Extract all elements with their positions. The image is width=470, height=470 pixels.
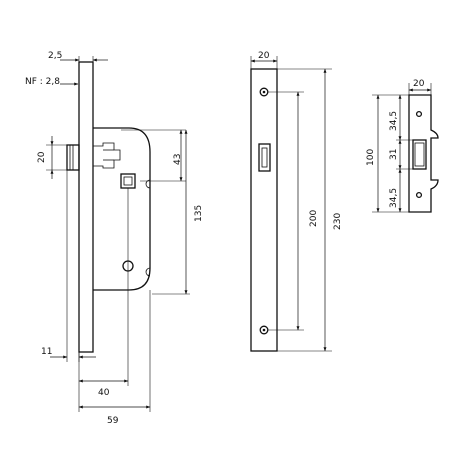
latch-opening <box>258 143 271 172</box>
dim-faceplate-length: 230 <box>333 213 343 230</box>
dim-strike-bottom: 34,5 <box>389 188 399 208</box>
dim-strike-middle: 31 <box>389 149 399 160</box>
strike-plate-view: 20 100 34,5 31 34,5 <box>366 79 439 213</box>
dim-faceplate-thickness: 2,5 <box>48 51 62 61</box>
dim-faceplate-width: 20 <box>258 51 270 61</box>
dim-strike-top: 34,5 <box>389 111 399 131</box>
dim-latch-height: 20 <box>37 151 47 163</box>
screw-hole-top <box>259 87 269 97</box>
lock-case-body <box>93 127 151 291</box>
strike-opening <box>412 139 427 170</box>
dim-backset: 40 <box>98 388 110 398</box>
dim-center-distance: 135 <box>194 205 204 222</box>
dim-case-depth: 59 <box>107 416 119 426</box>
strike-screw-top <box>415 110 423 118</box>
lock-case-view: 2,5 NF : 2,8 20 43 135 11 40 5 <box>25 51 204 426</box>
dim-nf: NF : 2,8 <box>25 77 60 87</box>
dim-screw-distance: 200 <box>309 210 319 227</box>
screw-hole-bottom <box>259 325 269 335</box>
faceplate-front <box>250 68 278 352</box>
dim-spindle-offset: 43 <box>173 154 183 165</box>
spindle-follower <box>120 173 136 189</box>
dim-strike-width: 20 <box>413 79 425 89</box>
faceplate-view: 20 200 230 <box>250 51 343 352</box>
dim-strike-height: 100 <box>366 149 376 166</box>
strike-screw-bottom <box>415 191 423 199</box>
latch-mechanism <box>93 142 121 169</box>
dim-setback: 11 <box>41 347 52 357</box>
lock-faceplate <box>78 61 94 353</box>
strike-plate <box>408 94 439 213</box>
